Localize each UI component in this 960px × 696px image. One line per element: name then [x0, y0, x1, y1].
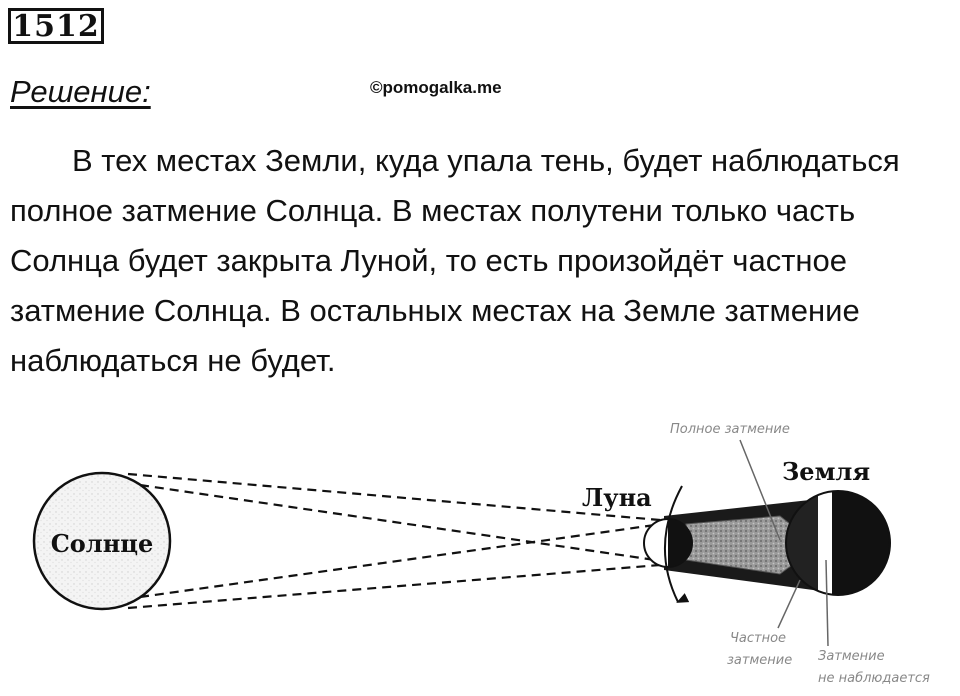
solution-paragraph: В тех местах Земли, куда упала тень, буд…: [10, 143, 900, 378]
moon: [643, 485, 693, 603]
partial-eclipse-label-line1: Частное: [730, 631, 786, 646]
earth-label: Земля: [782, 457, 870, 486]
earth: [785, 490, 891, 596]
solution-text-block: В тех местах Земли, куда упала тень, буд…: [10, 136, 950, 386]
moon-label: Луна: [582, 483, 652, 512]
watermark: ©pomogalka.me: [370, 78, 502, 97]
solution-heading: Решение:: [10, 74, 151, 109]
light-rays: [127, 472, 661, 610]
sun-label: Солнце: [51, 529, 154, 558]
no-eclipse-label-line2: не наблюдается: [818, 671, 930, 686]
problem-number-box: 1512: [8, 8, 104, 44]
total-eclipse-label: Полное затмение: [670, 422, 790, 437]
no-eclipse-label-line1: Затмение: [818, 649, 885, 664]
partial-eclipse-label-line2: затмение: [727, 653, 792, 668]
problem-number: 1512: [12, 8, 100, 44]
eclipse-diagram: Солнце Луна Земля Полное затмение Частно…: [32, 422, 930, 686]
pointer-lines: [739, 439, 829, 647]
sun: [32, 471, 172, 611]
